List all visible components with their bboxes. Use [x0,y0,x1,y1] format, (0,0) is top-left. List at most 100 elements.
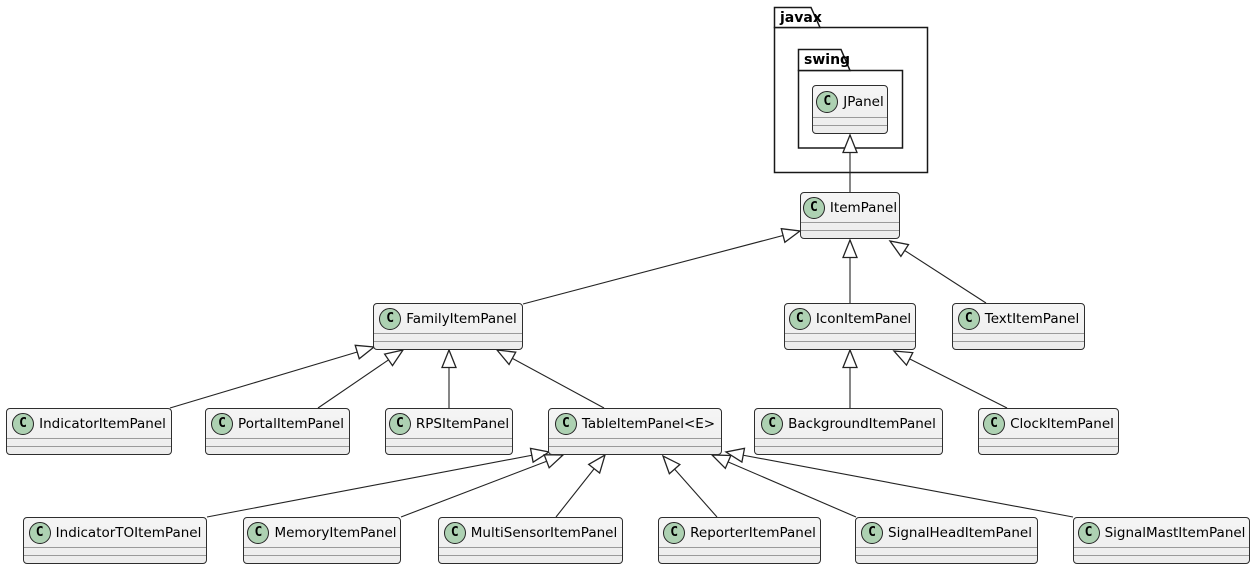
edge-signalheaditempanel-extends-tableitempanel [710,454,857,518]
class-title: C MemoryItemPanel [244,518,400,548]
edge-reporteritempanel-extends-tableitempanel [661,454,718,518]
class-title: C MultiSensorItemPanel [439,518,622,548]
edge-multisensoritempanel-extends-tableitempanel [555,453,607,518]
fields-compartment [659,548,820,556]
class-title: C RPSItemPanel [386,409,512,439]
edge-signalmastitempanel-extends-tableitempanel [724,447,1074,518]
class-iconitempanel: C IconItemPanel [784,303,916,350]
class-familyitempanel: C FamilyItemPanel [373,303,523,350]
fields-compartment [24,548,206,556]
methods-compartment [439,556,622,563]
class-c-icon: C [788,307,811,330]
class-indicatoritempanel: C IndicatorItemPanel [6,408,172,455]
methods-compartment [755,447,942,454]
fields-compartment [439,548,622,556]
package-swing-tab [797,48,852,72]
class-title: C IndicatorItemPanel [7,409,171,439]
class-title: C ItemPanel [801,193,899,223]
class-title: C TextItemPanel [953,304,1084,334]
class-c-icon: C [983,412,1006,435]
class-name: SignalHeadItemPanel [888,524,1032,541]
class-c-icon: C [1077,521,1100,544]
class-signalmastitempanel: C SignalMastItemPanel [1073,517,1250,564]
fields-compartment [374,334,522,342]
methods-compartment [549,447,721,454]
methods-compartment [813,126,887,133]
class-memoryitempanel: C MemoryItemPanel [243,517,401,564]
fields-compartment [813,118,887,126]
class-title: C ClockItemPanel [979,409,1118,439]
class-title: C TableItemPanel<E> [549,409,721,439]
class-c-icon: C [802,196,825,219]
class-c-icon: C [12,412,35,435]
methods-compartment [386,447,512,454]
methods-compartment [244,556,400,563]
methods-compartment [801,231,899,238]
class-title: C SignalMastItemPanel [1074,518,1249,548]
package-javax-label: javax [780,10,822,26]
class-name: FamilyItemPanel [406,310,517,327]
class-name: IndicatorTOItemPanel [55,524,202,541]
fields-compartment [206,439,349,447]
fields-compartment [856,548,1037,556]
edge-memoryitempanel-extends-tableitempanel [400,454,565,518]
class-name: SignalMastItemPanel [1104,524,1246,541]
class-c-icon: C [957,307,980,330]
edge-clockitempanel-extends-iconitempanel [892,350,1008,409]
class-rpsitempanel: C RPSItemPanel [385,408,513,455]
class-title: C IndicatorTOItemPanel [24,518,206,548]
fields-compartment [953,334,1084,342]
edge-indicatoritempanel-extends-familyitempanel [169,344,376,409]
class-name: MemoryItemPanel [274,524,397,541]
class-name: ClockItemPanel [1010,415,1114,432]
methods-compartment [206,447,349,454]
package-swing-label: swing [804,52,851,68]
class-indicatortoitempanel: C IndicatorTOItemPanel [23,517,207,564]
edge-portalitempanel-extends-familyitempanel [317,349,405,409]
class-c-icon: C [388,412,411,435]
class-title: C FamilyItemPanel [374,304,522,334]
class-title: C IconItemPanel [785,304,915,334]
class-clockitempanel: C ClockItemPanel [978,408,1119,455]
class-title: C JPanel [813,86,887,118]
class-c-icon: C [816,90,839,113]
class-name: TableItemPanel<E> [581,415,716,432]
class-name: JPanel [843,93,884,110]
class-name: RPSItemPanel [415,415,510,432]
fields-compartment [1074,548,1249,556]
class-name: ItemPanel [829,199,898,216]
class-name: IconItemPanel [815,310,912,327]
fields-compartment [7,439,171,447]
methods-compartment [24,556,206,563]
class-c-icon: C [663,521,686,544]
fields-compartment [785,334,915,342]
class-c-icon: C [761,412,784,435]
edge-familyitempanel-extends-itempanel [522,227,802,305]
methods-compartment [979,447,1118,454]
class-c-icon: C [247,521,270,544]
methods-compartment [856,556,1037,563]
class-c-icon: C [554,412,577,435]
class-tableitempanel: C TableItemPanel<E> [548,408,722,455]
class-portalitempanel: C PortalItemPanel [205,408,350,455]
class-c-icon: C [379,307,402,330]
fields-compartment [244,548,400,556]
fields-compartment [386,439,512,447]
methods-compartment [659,556,820,563]
class-title: C PortalItemPanel [206,409,349,439]
edge-textitempanel-extends-itempanel [888,240,987,304]
class-c-icon: C [28,521,51,544]
class-c-icon: C [443,521,466,544]
class-textitempanel: C TextItemPanel [952,303,1085,350]
class-reporteritempanel: C ReporterItemPanel [658,517,821,564]
class-jpanel: C JPanel [812,85,888,134]
class-multisensoritempanel: C MultiSensorItemPanel [438,517,623,564]
class-name: ReporterItemPanel [690,524,816,541]
fields-compartment [755,439,942,447]
class-signalheaditempanel: C SignalHeadItemPanel [855,517,1038,564]
methods-compartment [1074,556,1249,563]
methods-compartment [374,342,522,349]
class-name: BackgroundItemPanel [788,415,936,432]
class-name: MultiSensorItemPanel [470,524,618,541]
